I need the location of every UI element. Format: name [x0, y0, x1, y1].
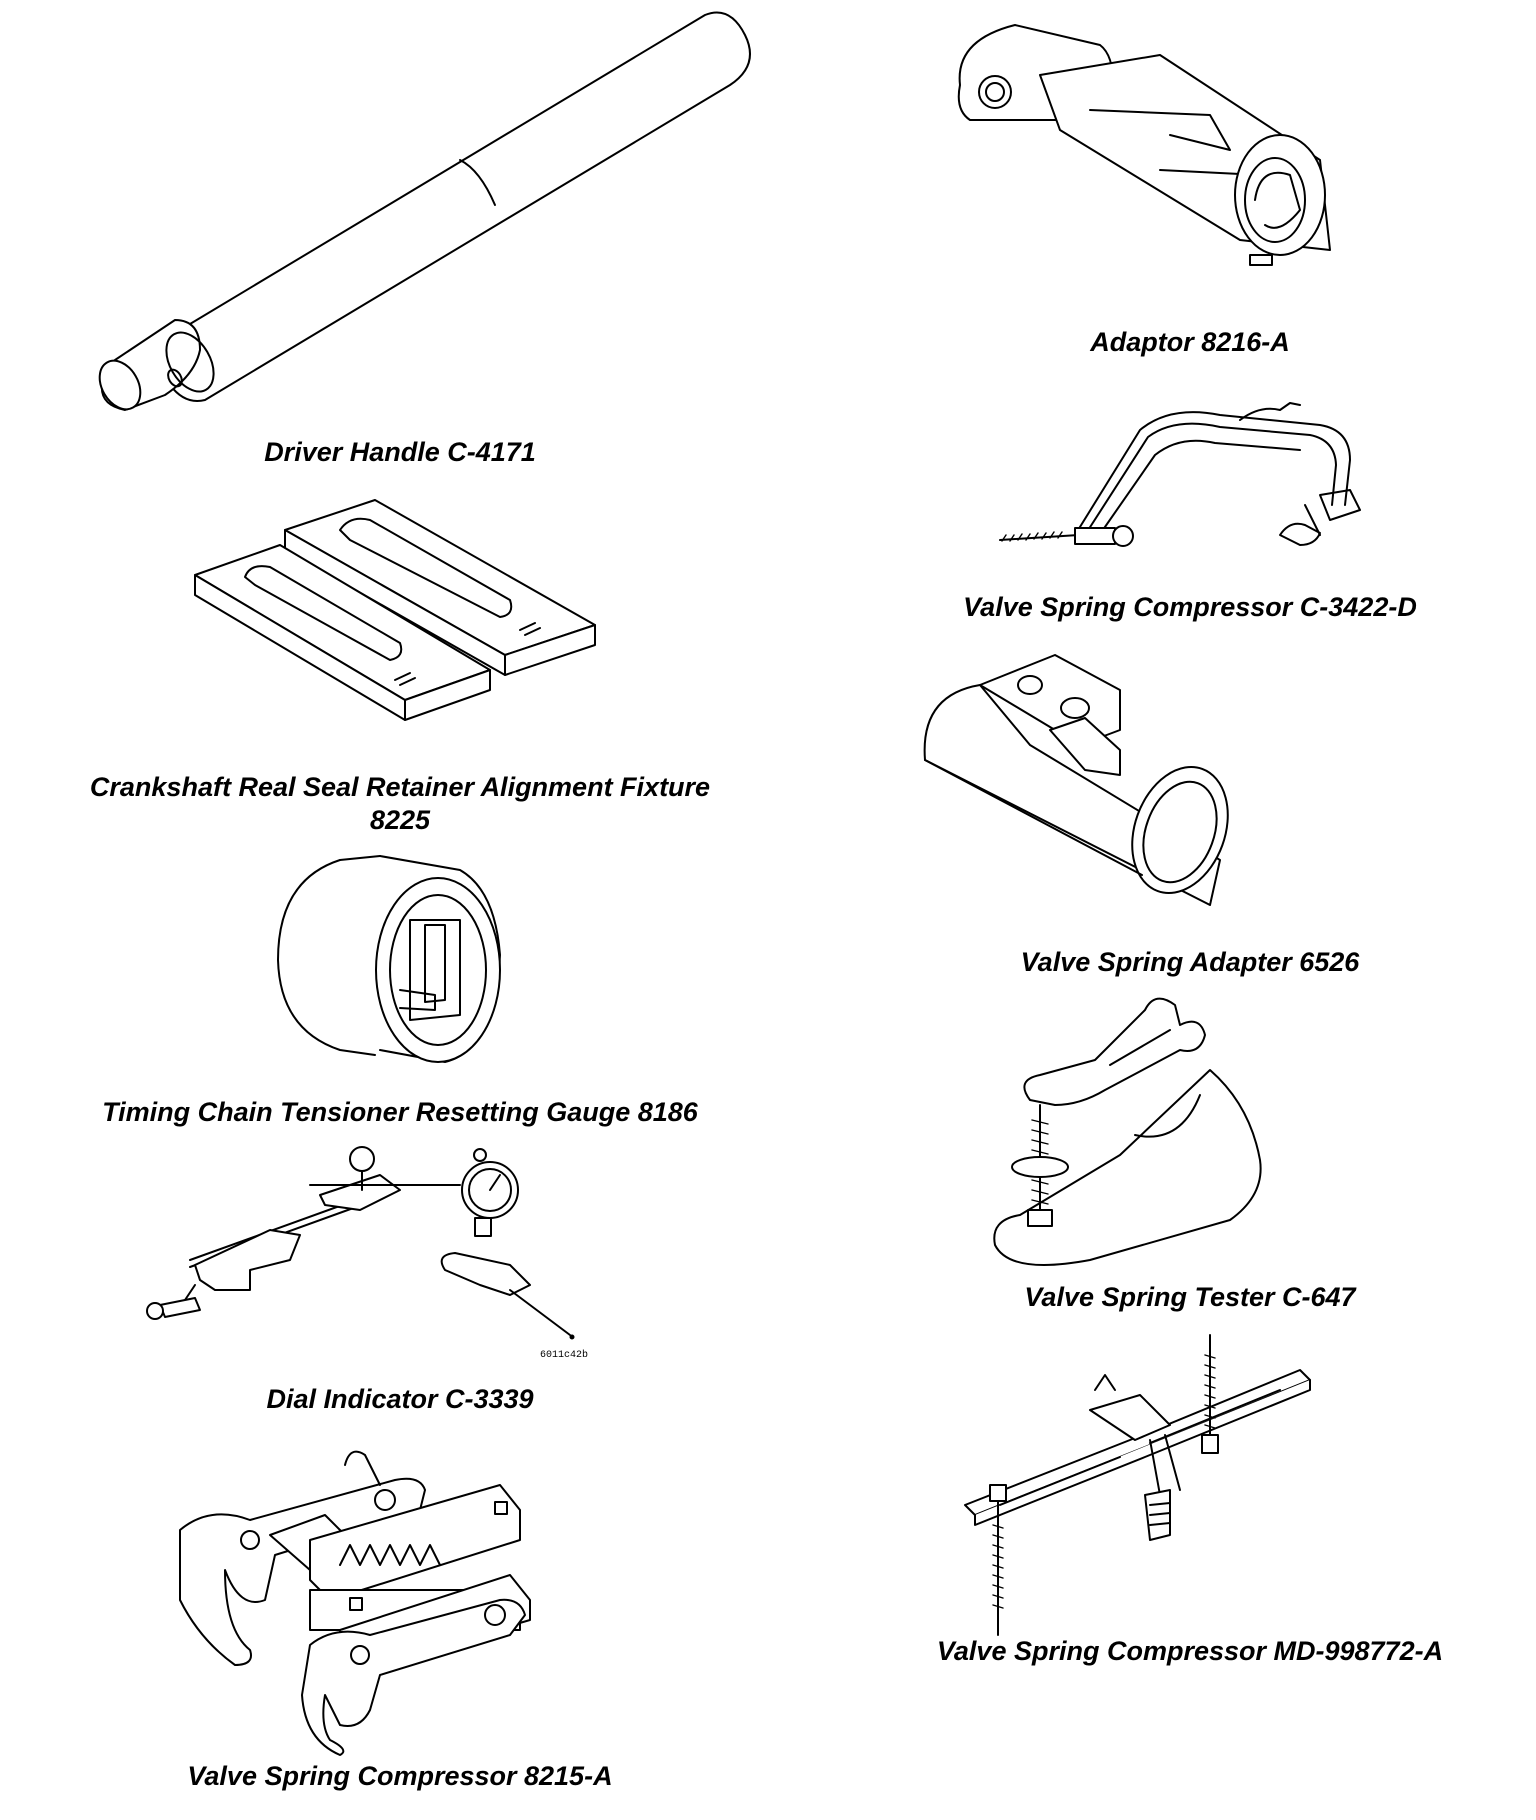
figure-caption: Driver Handle C-4171 — [264, 437, 536, 467]
figure-caption: Timing Chain Tensioner Resetting Gauge 8… — [102, 1097, 698, 1127]
valve-spring-adapter-illustration — [880, 650, 1500, 910]
figure-valve-spring-compressor-c3422d: Valve Spring Compressor C-3422-D — [880, 395, 1500, 635]
alignment-fixture-illustration — [40, 485, 760, 755]
valve-spring-tester-illustration — [880, 985, 1500, 1275]
figure-caption: Valve Spring Compressor 8215-A — [187, 1761, 613, 1791]
valve-spring-compressor-illustration — [880, 395, 1500, 595]
dial-indicator-illustration — [40, 1135, 760, 1350]
figure-valve-spring-compressor-md998772a: Valve Spring Compressor MD-998772-A — [880, 1335, 1500, 1680]
valve-spring-compressor-illustration — [880, 1335, 1500, 1625]
figure-dial-indicator: 6011c42b Dial Indicator C-3339 — [40, 1135, 760, 1435]
valve-spring-compressor-illustration — [40, 1450, 760, 1750]
figure-adaptor: Adaptor 8216-A — [880, 0, 1500, 370]
figure-valve-spring-tester: Valve Spring Tester C-647 — [880, 985, 1500, 1330]
figure-valve-spring-adapter: Valve Spring Adapter 6526 — [880, 650, 1500, 990]
figure-caption: Valve Spring Compressor MD-998772-A — [936, 1636, 1444, 1666]
figure-caption: Crankshaft Real Seal Retainer Alignment … — [40, 771, 760, 837]
figure-caption: Adaptor 8216-A — [1090, 327, 1290, 357]
figure-caption: Valve Spring Compressor C-3422-D — [963, 592, 1417, 622]
caption-line-1: Crankshaft Real Seal Retainer Alignment … — [89, 772, 711, 802]
figure-caption: Valve Spring Tester C-647 — [1024, 1282, 1356, 1312]
figure-driver-handle: Driver Handle C-4171 — [40, 0, 760, 470]
adaptor-illustration — [880, 0, 1500, 320]
figure-alignment-fixture: Crankshaft Real Seal Retainer Alignment … — [40, 485, 760, 840]
figure-valve-spring-compressor-8215a: Valve Spring Compressor 8215-A — [40, 1450, 760, 1820]
figure-caption: Valve Spring Adapter 6526 — [1020, 947, 1360, 977]
figure-code: 6011c42b — [540, 1350, 589, 1361]
figure-caption: Dial Indicator C-3339 — [266, 1384, 534, 1414]
figure-resetting-gauge: Timing Chain Tensioner Resetting Gauge 8… — [40, 850, 760, 1130]
driver-handle-illustration — [40, 0, 760, 420]
caption-line-2: 8225 — [369, 805, 431, 835]
resetting-gauge-illustration — [40, 850, 760, 1080]
